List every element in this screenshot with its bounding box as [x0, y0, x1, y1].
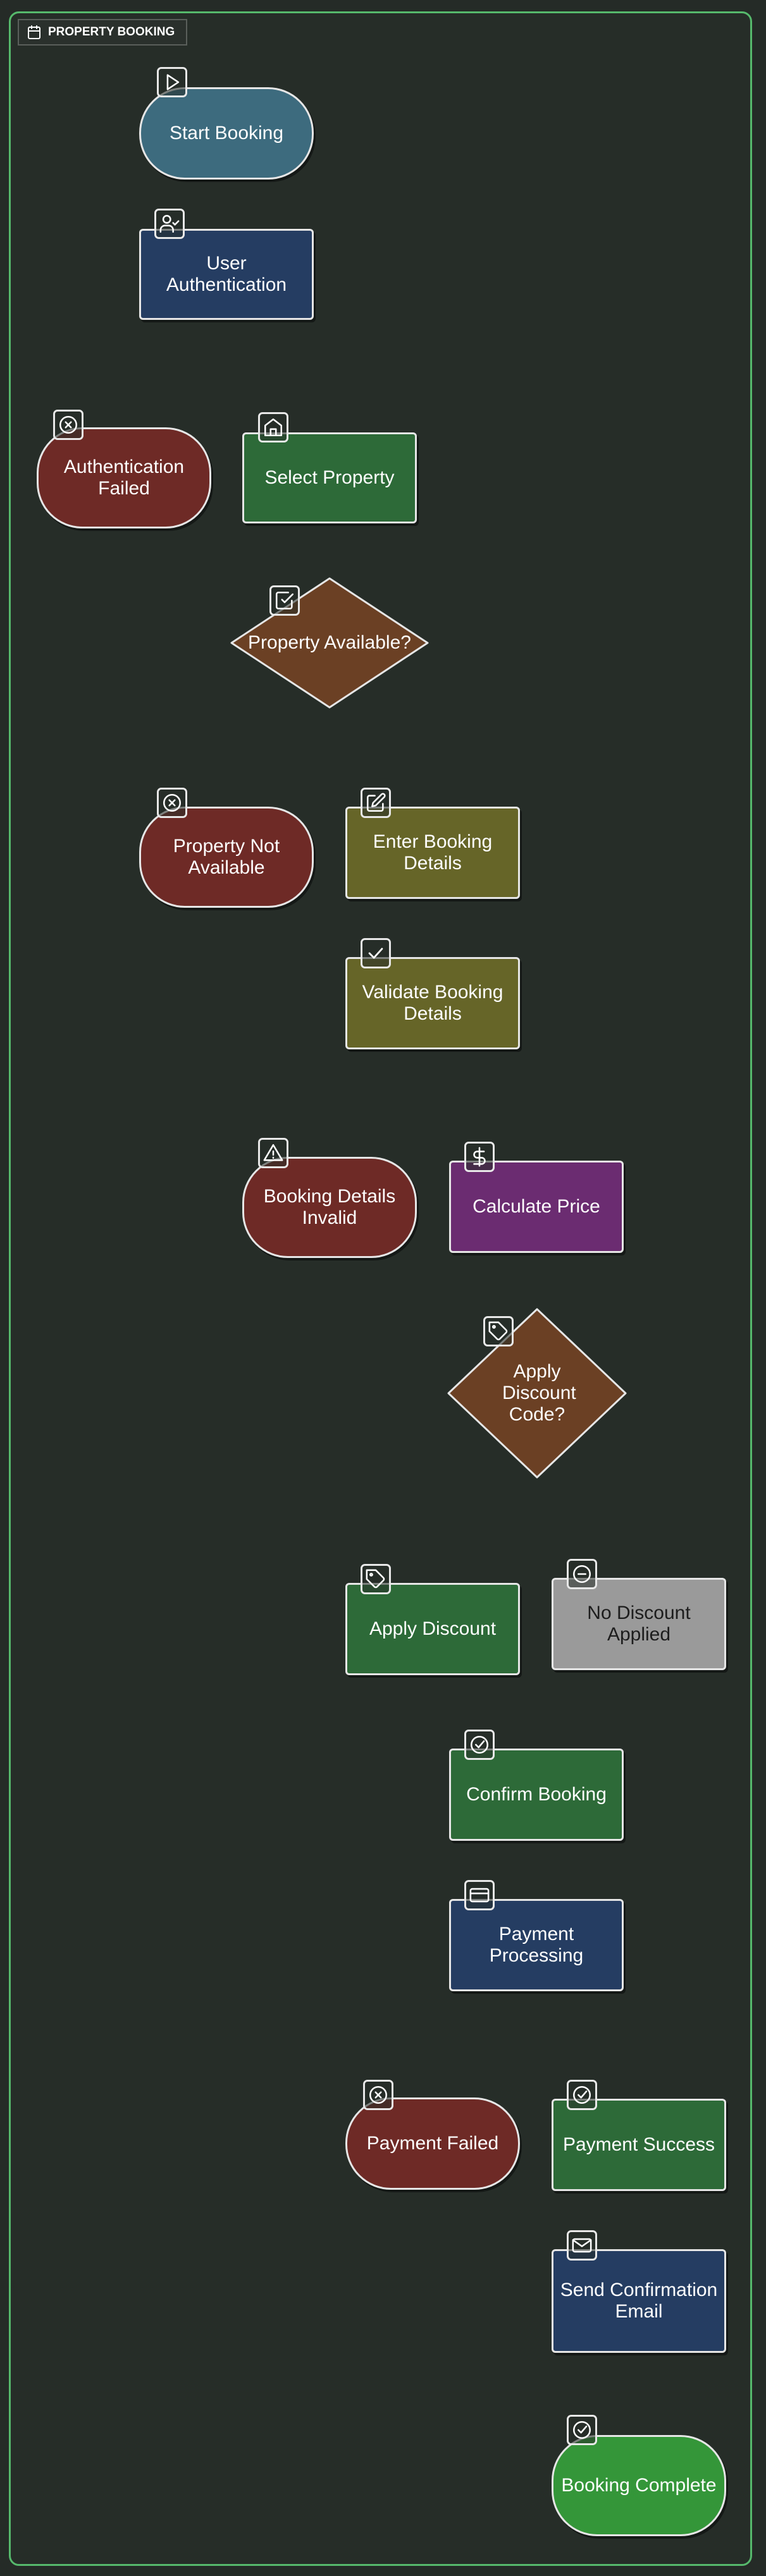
user-check-icon	[154, 209, 185, 239]
node-label: Enter Booking Details	[373, 831, 493, 874]
check-icon	[361, 938, 391, 968]
node-label: Payment Failed	[366, 2133, 499, 2154]
node-label: No Discount Applied	[587, 1602, 691, 1645]
node-start-booking[interactable]: Start Booking	[139, 87, 314, 180]
node-apply-discount-code[interactable]: Apply Discount Code?	[447, 1307, 627, 1479]
x-circle-icon	[363, 2080, 393, 2110]
node-validate-booking-details[interactable]: Validate Booking Details	[345, 957, 520, 1049]
diamond-fill	[447, 1308, 627, 1479]
node-label: Property Not Available	[173, 836, 280, 878]
node-enter-booking-details[interactable]: Enter Booking Details	[345, 807, 520, 899]
diamond-shape	[447, 1308, 627, 1479]
node-booking-complete[interactable]: Booking Complete	[552, 2435, 726, 2536]
diagram-title: PROPERTY BOOKING	[48, 25, 175, 39]
credit-card-icon	[464, 1880, 495, 1910]
tag-icon	[361, 1564, 391, 1594]
node-payment-failed[interactable]: Payment Failed	[345, 2097, 520, 2190]
x-circle-icon	[53, 410, 83, 440]
diagram-title-box: PROPERTY BOOKING	[18, 19, 188, 46]
node-label: Payment Success	[562, 2134, 715, 2155]
node-authentication-failed[interactable]: Authentication Failed	[37, 427, 211, 528]
node-payment-success[interactable]: Payment Success	[552, 2099, 726, 2191]
check-circle-icon	[567, 2415, 597, 2445]
dollar-icon	[464, 1142, 495, 1172]
node-label: Payment Processing	[489, 1924, 584, 1966]
node-label: Booking Details Invalid	[263, 1186, 396, 1228]
node-apply-discount[interactable]: Apply Discount	[345, 1583, 520, 1675]
node-label: Booking Complete	[561, 2475, 717, 2496]
check-circle-icon	[464, 1730, 495, 1760]
alert-triangle-icon	[258, 1138, 288, 1168]
node-label: Start Booking	[169, 123, 284, 143]
home-icon	[258, 412, 288, 443]
node-user-authentication[interactable]: User Authentication	[139, 229, 314, 320]
check-circle-icon	[567, 2080, 597, 2110]
calendar-icon	[28, 25, 40, 39]
node-select-property[interactable]: Select Property	[242, 432, 417, 523]
check-square-icon	[269, 585, 300, 616]
node-calculate-price[interactable]: Calculate Price	[449, 1161, 624, 1253]
edit-icon	[361, 788, 391, 818]
node-booking-details-invalid[interactable]: Booking Details Invalid	[242, 1157, 417, 1258]
node-label: Send Confirmation Email	[560, 2280, 718, 2322]
node-label: Apply Discount	[369, 1618, 497, 1639]
node-label: User Authentication	[166, 253, 287, 295]
node-confirm-booking[interactable]: Confirm Booking	[449, 1749, 624, 1841]
minus-circle-icon	[567, 1559, 597, 1589]
node-no-discount-applied[interactable]: No Discount Applied	[552, 1578, 726, 1670]
node-property-not-available[interactable]: Property Not Available	[139, 807, 314, 908]
node-label: Calculate Price	[473, 1196, 600, 1217]
x-circle-icon	[157, 788, 187, 818]
mail-icon	[567, 2230, 597, 2261]
node-label: Authentication Failed	[63, 456, 185, 499]
node-payment-processing[interactable]: Payment Processing	[449, 1899, 624, 1991]
node-send-confirmation-email[interactable]: Send Confirmation Email	[552, 2249, 726, 2353]
node-label: Property Available?	[248, 632, 411, 653]
node-label: Confirm Booking	[466, 1784, 607, 1805]
tag-icon	[483, 1316, 514, 1346]
play-icon	[157, 67, 187, 97]
node-property-available[interactable]: Property Available?	[230, 577, 429, 709]
node-label: Validate Booking Details	[362, 982, 503, 1024]
node-label: Apply Discount Code?	[502, 1361, 576, 1425]
node-label: Select Property	[264, 467, 395, 488]
